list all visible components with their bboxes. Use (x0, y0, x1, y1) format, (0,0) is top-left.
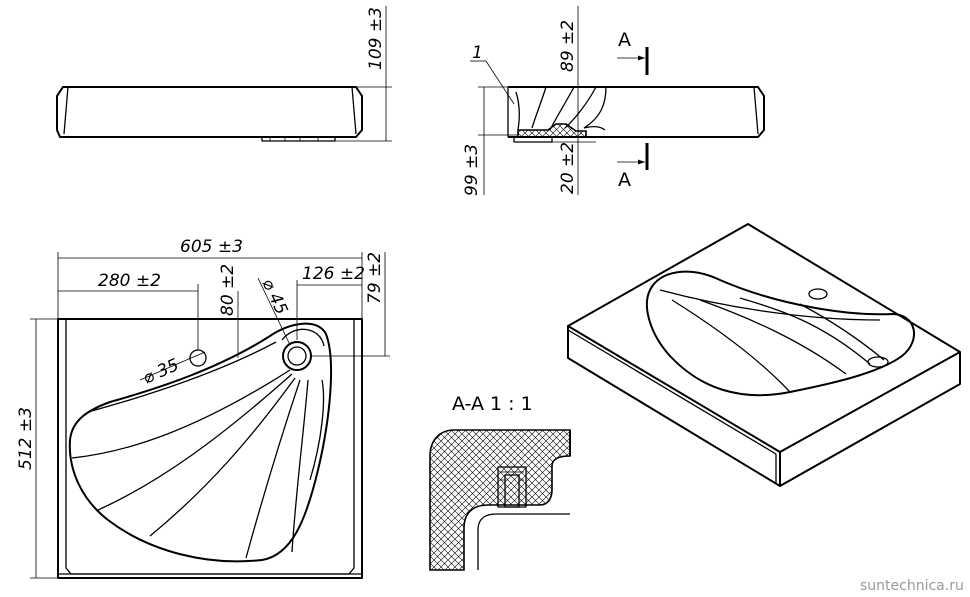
iso-flow-curve-1 (671, 299, 791, 393)
drain-section-hatch (517, 123, 587, 138)
iso-front-left-face (567, 326, 781, 487)
plan-depth-label: 512 ±3 (16, 407, 36, 470)
iso-edge-highlight (567, 329, 777, 455)
bowl-wall-left (515, 91, 520, 131)
section-detail-insert-ribs (500, 471, 524, 481)
plan-drain-diameter-label: ⌀ 45 (257, 276, 291, 318)
section-detail-title: A-A 1 : 1 (452, 393, 533, 415)
section-mark-bottom: A (618, 169, 631, 191)
plan-bowl-inner-rim (87, 341, 277, 413)
plan-flow-curve-6 (309, 379, 325, 481)
plan-hole-depth-label: 80 ±2 (218, 264, 238, 316)
front-view-outline (508, 86, 765, 138)
plan-drain-offset-label: 126 ±2 (302, 264, 365, 284)
bowl-lip (583, 126, 606, 131)
iso-faucet-hole (808, 288, 828, 300)
section-detail-hatch (429, 429, 571, 571)
plan-outer-rim (57, 318, 363, 579)
iso-drain (867, 356, 889, 368)
side-view-height-label: 109 ±3 (366, 7, 386, 70)
plan-drain-depth-label: 79 ±2 (365, 252, 385, 304)
callout-number: 1 (472, 43, 483, 63)
plan-flow-curve-5 (291, 379, 309, 553)
front-section-view: 1 99 ±3 89 ±2 20 ±2 A A (462, 6, 765, 196)
plan-drain-inner (287, 346, 307, 366)
section-detail-insert-bore (504, 474, 520, 508)
front-bottom-label: 20 ±2 (558, 142, 578, 194)
bowl-wall-right (583, 86, 607, 129)
front-top-label: 89 ±2 (558, 20, 578, 72)
plan-flow-curve-1 (71, 369, 291, 459)
side-view-drain-ribs (269, 137, 319, 141)
iso-flow-curve-2 (699, 299, 847, 375)
plan-hole-offset-label: 280 ±2 (98, 271, 161, 291)
iso-flow-curve-4 (799, 303, 885, 361)
side-view-edge-right (351, 86, 357, 135)
plan-flow-curve-2 (97, 373, 293, 511)
iso-bowl-outline (645, 270, 915, 397)
section-mark-top: A (618, 29, 631, 51)
iso-flow-curve-3 (739, 297, 871, 365)
side-view-edge-left (63, 86, 69, 135)
plan-hole-diameter-leader (139, 351, 206, 381)
iso-front-right-face (779, 352, 961, 487)
front-left-label: 99 ±3 (462, 144, 482, 196)
section-detail-inner-line (477, 513, 570, 570)
plan-flow-curve-4 (245, 379, 301, 559)
plan-width-label: 605 ±3 (180, 237, 243, 257)
callout-leader (485, 60, 515, 105)
side-view-drain-stub (261, 137, 336, 142)
iso-bowl-inner-rim (659, 289, 881, 321)
side-view: 109 ±3 (56, 6, 392, 142)
plan-bowl-outline (68, 322, 333, 563)
plan-drain-diameter-leader (257, 277, 291, 346)
watermark: suntechnica.ru (860, 578, 964, 594)
plan-hole-diameter-label: ⌀ 35 (140, 355, 182, 388)
plan-drain-outer (282, 341, 312, 371)
bowl-curve-1 (531, 86, 547, 129)
drain-collar (513, 137, 553, 143)
plan-flow-curve-3 (149, 377, 296, 537)
plan-view: 605 ±3 280 ±2 80 ±2 126 ±2 79 ±2 ⌀ 45 ⌀ … (16, 237, 390, 579)
front-view-edge-right (753, 86, 759, 135)
isometric-view (567, 223, 961, 487)
side-view-outline (56, 86, 363, 138)
section-detail: A-A 1 : 1 (429, 393, 571, 571)
